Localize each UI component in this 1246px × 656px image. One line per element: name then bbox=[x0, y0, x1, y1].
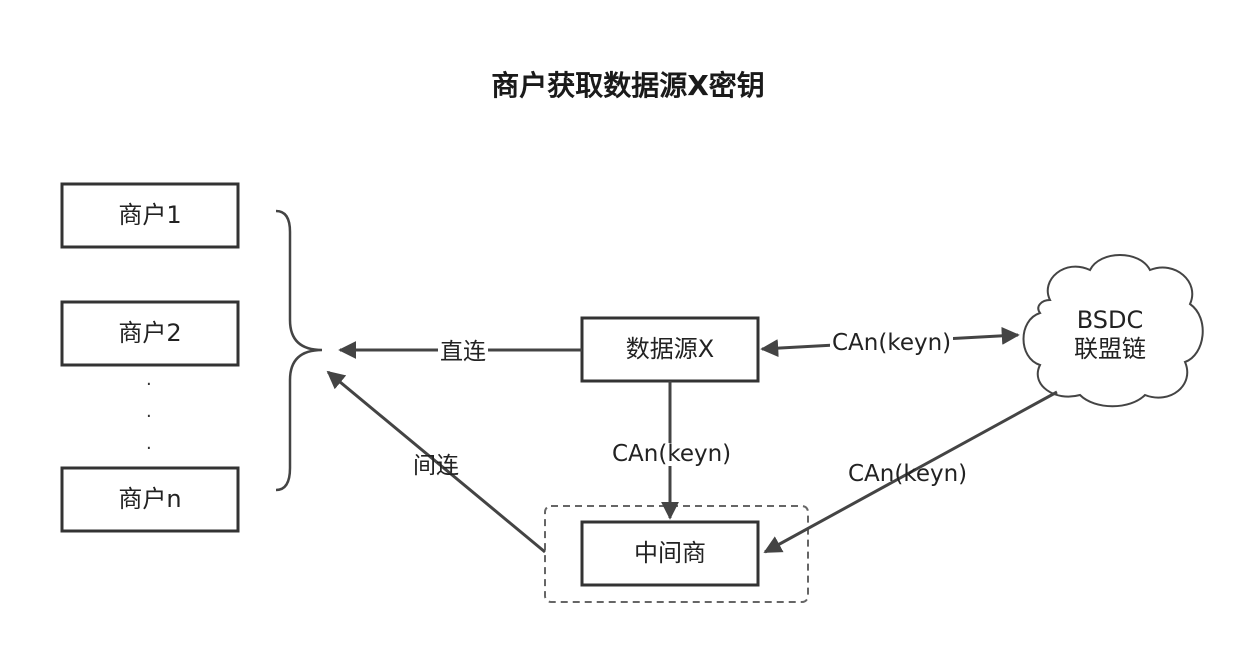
ellipsis-dot: · bbox=[146, 374, 152, 395]
bsdc-label-line2: 联盟链 bbox=[1074, 335, 1146, 363]
diagram-title: 商户获取数据源X密钥 bbox=[491, 69, 765, 102]
merchant-n-label: 商户n bbox=[118, 485, 182, 514]
bsdc-label-line1: BSDC bbox=[1076, 306, 1144, 335]
edge-bsdc-middleman-label: CAn(keyn) bbox=[848, 461, 968, 487]
merchant-1-label: 商户1 bbox=[118, 201, 182, 230]
data-source-label: 数据源X bbox=[625, 335, 715, 364]
edge-ds-middleman-label: CAn(keyn) bbox=[610, 441, 734, 467]
edge-indirect bbox=[326, 370, 546, 554]
edge-ds-bsdc-label: CAn(keyn) bbox=[830, 330, 954, 356]
middleman-box bbox=[580, 520, 760, 587]
merchant-2-box bbox=[60, 300, 240, 367]
merchant-n-box bbox=[60, 466, 240, 533]
ellipsis-dot: · bbox=[146, 438, 152, 459]
bsdc-cloud-shape bbox=[1022, 254, 1204, 408]
ellipsis-dot: · bbox=[146, 406, 152, 427]
merchant-2-label: 商户2 bbox=[118, 319, 182, 348]
edge-direct-label: 直连 bbox=[438, 339, 488, 365]
middleman-label: 中间商 bbox=[634, 539, 706, 568]
edge-indirect-label: 间连 bbox=[413, 453, 459, 479]
edge-bsdc-middleman bbox=[763, 390, 1058, 554]
bsdc-label: BSDC 联盟链 bbox=[1040, 300, 1180, 370]
merchant-group-brace bbox=[275, 209, 323, 492]
merchant-1-box bbox=[60, 182, 240, 249]
